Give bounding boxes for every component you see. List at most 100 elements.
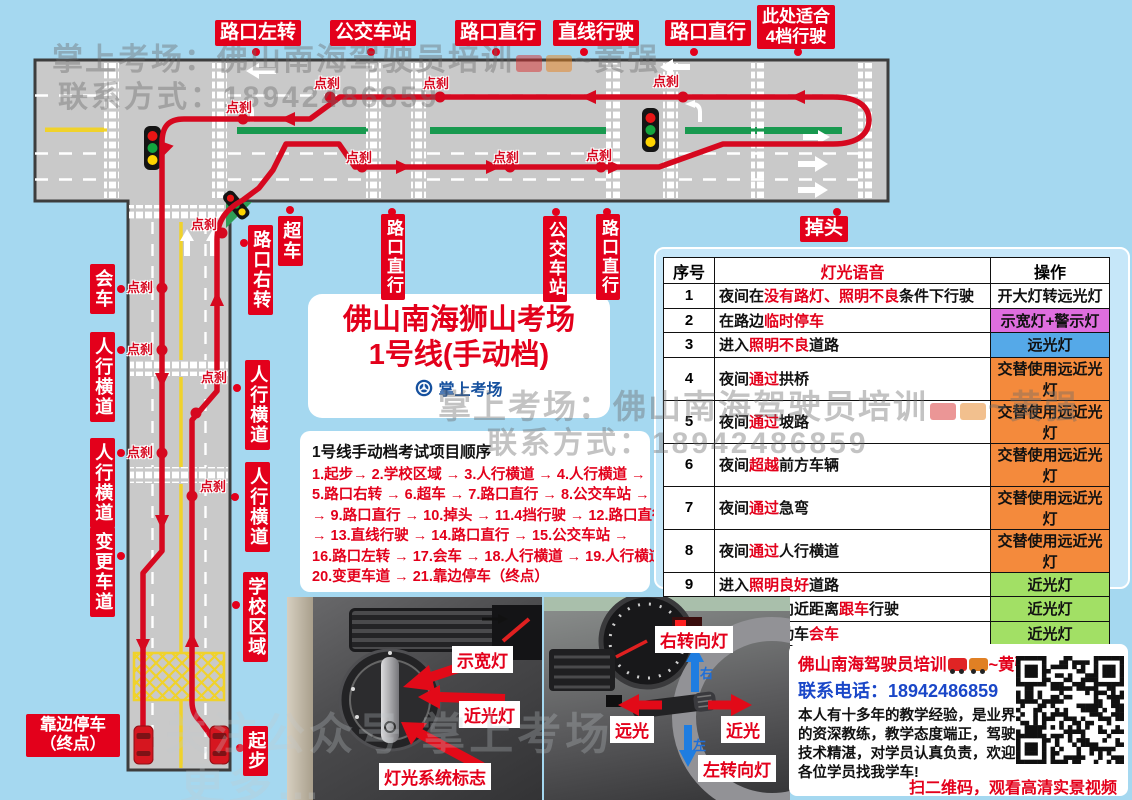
char-left: 左 [693, 738, 707, 753]
diansha-text: 点刹 [226, 100, 253, 115]
table-cell: 夜间通过急弯 [714, 485, 991, 530]
table-cell: 夜间通过坡路 [714, 399, 991, 444]
contact-title: 佛山南海驾驶员培训~黄强 [798, 651, 1119, 675]
yellow-hatch-box [132, 651, 226, 702]
diansha-text: 点刹 [423, 76, 450, 91]
table-cell: 3 [663, 332, 715, 358]
label-huiche: 会车 [90, 264, 116, 314]
title-card: 佛山南海狮山考场 1号线(手动档) 掌上考场 [308, 294, 610, 418]
label-kaobian: 靠边停车 （终点） [26, 714, 120, 757]
label-kaobian-line2: （终点） [40, 735, 106, 754]
sequence-line: 1.起步→ 2.学校区域 → 3.人行横道 → 4.人行横道 → [312, 467, 646, 483]
label-zhixian-xingshi: 直线行驶 [553, 20, 640, 47]
diansha-text: 点刹 [346, 150, 373, 165]
label-diaotou: 掉头 [800, 216, 849, 243]
diansha-text: 点刹 [493, 150, 520, 165]
table-cell: 开大灯转远光灯 [990, 283, 1110, 309]
label-you-zhuanxiangdeng: 右转向灯 [655, 626, 733, 653]
label-lukou-zhixing-top1: 路口直行 [455, 20, 542, 47]
road-arrows [180, 59, 830, 256]
label-biangeng: 变更车道 [90, 527, 116, 617]
table-cell: 交替使用远近光灯 [990, 356, 1110, 401]
diansha-text: 点刹 [653, 74, 680, 89]
car-icon [947, 658, 967, 674]
table-cell: 夜间通过人行横道 [714, 528, 991, 573]
table-cell: 交替使用远近光灯 [990, 442, 1110, 487]
table-cell: 9 [663, 571, 715, 597]
label-renxing-left1: 人行横道 [90, 332, 116, 422]
sequence-line: 16.路口左转 → 17.会车 → 18.人行横道 → 19.人行横道 [312, 548, 664, 565]
lane-dashes-top-road [35, 94, 858, 181]
table-cell: 交替使用远近光灯 [990, 399, 1110, 444]
truck-icon [968, 658, 988, 674]
contact-card: 佛山南海驾驶员培训~黄强 联系电话：18942486859 本人有十多年的教学经… [789, 644, 1128, 797]
route-path [140, 94, 872, 749]
car-icon [133, 725, 154, 765]
steering-wheel-logo-icon [416, 379, 433, 396]
qr-code [1016, 656, 1125, 768]
label-sidang-line1: 此处适合 [762, 7, 830, 26]
table-cell: 4 [663, 356, 715, 401]
table-cell: 1 [663, 283, 715, 309]
diansha-text: 点刹 [127, 342, 154, 357]
label-jinguangdeng: 近光灯 [459, 701, 520, 728]
label-qibu: 起步 [243, 726, 269, 776]
label-shikuandeng: 示宽灯 [452, 646, 513, 673]
label-renxing-right1: 人行横道 [245, 360, 271, 450]
page-title-line2: 1号线(手动档) [368, 338, 550, 371]
table-cell: 交替使用远近光灯 [990, 485, 1110, 530]
table-cell: 8 [663, 528, 715, 573]
table-header: 操作 [990, 257, 1110, 284]
diansha-text: 点刹 [200, 479, 227, 494]
label-sidang-line2: 4档行驶 [765, 27, 827, 47]
label-renxing-right2: 人行横道 [245, 462, 271, 552]
diansha-text: 点刹 [191, 217, 218, 232]
sequence-line: → 13.直线行驶 → 14.路口直行 → 15.公交车站 → [312, 528, 629, 545]
label-chaoche: 超车 [278, 216, 304, 266]
photo-signal-stalk: 右 左 右转向灯 远光 近光 左转向灯 [544, 597, 790, 800]
traffic-light-icon [642, 108, 659, 152]
brake-dots [156, 91, 689, 502]
table-cell: 夜间超越前方车辆 [714, 442, 991, 487]
traffic-light-icon [144, 126, 161, 170]
table-cell: 7 [663, 485, 715, 530]
label-renxing-left2: 人行横道 [90, 438, 116, 528]
contact-phone: 联系电话：18942486859 [798, 681, 999, 701]
table-cell: 示宽灯+警示灯 [990, 307, 1110, 333]
table-cell: 2 [663, 307, 715, 333]
table-cell: 近光灯 [990, 571, 1110, 597]
steering-wheel-icon [672, 617, 790, 800]
diansha-text: 点刹 [127, 445, 154, 460]
table-cell: 夜间在没有路灯、照明不良条件下行驶 [714, 283, 991, 309]
label-gongjiao-top: 公交车站 [330, 20, 417, 47]
label-lukou-youzhuan: 路口右转 [248, 225, 274, 315]
label-jinguang: 近光 [721, 716, 765, 743]
table-cell: 进入照明不良道路 [714, 332, 991, 358]
diansha-text: 点刹 [201, 370, 228, 385]
sequence-card: 1号线手动档考试项目顺序 1.起步→ 2.学校区域 → 3.人行横道 → 4.人… [300, 431, 667, 592]
label-lukou-zuozhuan: 路口左转 [215, 20, 302, 47]
table-cell: 夜间通过拱桥 [714, 356, 991, 401]
photo-headlight-switch: 示宽灯 近光灯 灯光系统标志 [287, 597, 542, 800]
label-lukou-zhixing-mid2: 路口直行 [596, 214, 621, 300]
table-cell: 5 [663, 399, 715, 444]
a-pillar [287, 597, 313, 800]
label-yuanguang: 远光 [610, 716, 654, 743]
label-dengguang-xitong: 灯光系统标志 [379, 763, 491, 790]
sequence-line: 5.路口右转 → 6.超车 → 7.路口直行 → 8.公交车站 → [312, 487, 650, 504]
table-cell: 近光灯 [990, 620, 1110, 646]
diansha-text: 点刹 [586, 148, 613, 163]
label-gongjiao-mid: 公交车站 [543, 216, 568, 302]
contact-body-line: 本人有十多年的教学经验，是业界 [798, 708, 1016, 724]
qr-caption: 扫二维码，观看高清实景视频 [909, 780, 1118, 797]
